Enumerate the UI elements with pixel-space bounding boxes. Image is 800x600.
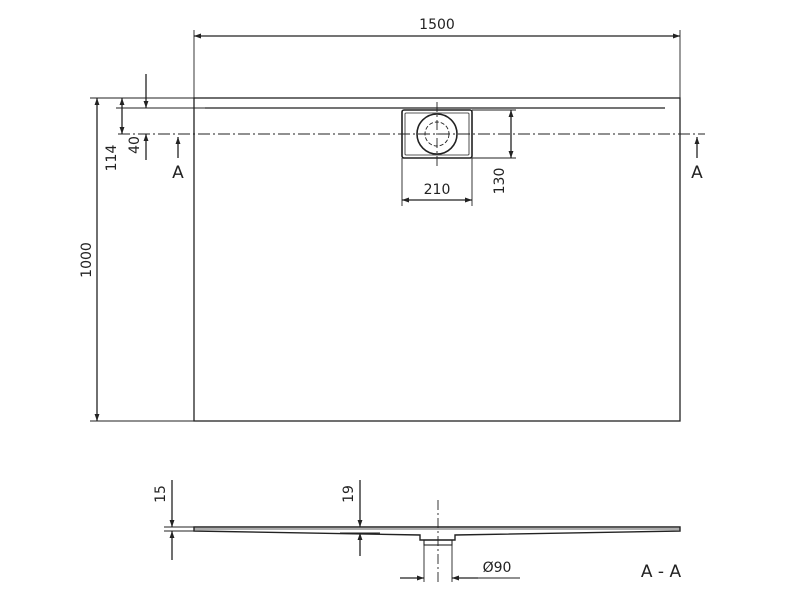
tray-section-profile [193, 526, 681, 541]
dim-label-210: 210 [424, 182, 451, 198]
section-marker-right-label: A [691, 163, 703, 183]
section-title: A - A [641, 562, 682, 582]
section-view [164, 480, 681, 582]
dim-label-19: 19 [341, 485, 357, 503]
dim-label-114: 114 [104, 145, 120, 172]
dim-label-diameter: Ø90 [483, 560, 512, 576]
plan-view [90, 30, 705, 422]
section-marker-left-label: A [172, 163, 184, 183]
dim-label-15: 15 [153, 485, 169, 503]
dim-label-height: 1000 [79, 242, 95, 278]
tray-outline [193, 97, 681, 422]
dim-label-40: 40 [127, 136, 143, 154]
dim-label-width: 1500 [419, 17, 455, 33]
dim-label-130: 130 [492, 168, 508, 195]
drain-circle-outer [416, 113, 458, 155]
